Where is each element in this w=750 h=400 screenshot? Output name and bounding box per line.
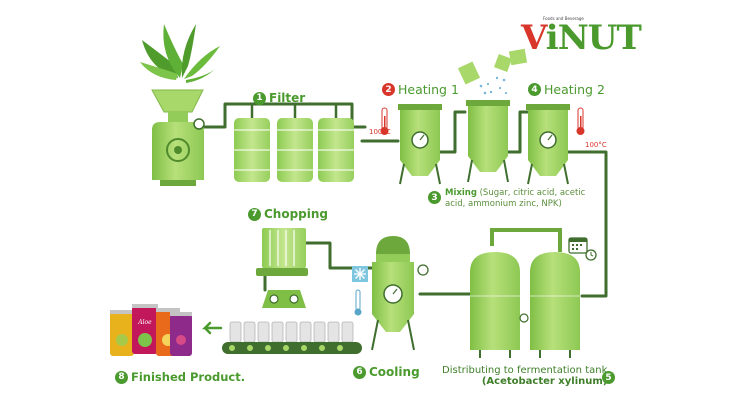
svg-text:Aloe: Aloe — [137, 319, 152, 326]
step-finished-product: 8 Finished Product. — [115, 370, 245, 384]
step-label: Filter — [269, 91, 306, 105]
step-chopping: 7 Chopping — [248, 207, 328, 221]
product-cans: Aloe — [110, 304, 192, 356]
mixing-detail-1: (Sugar, citric acid, acetic — [479, 188, 586, 198]
brand-logo: Foods and Beverage ViNUT — [521, 16, 642, 58]
step-label: Heating 2 — [544, 82, 605, 97]
step-heating-2: 4 Heating 2 — [528, 82, 605, 97]
step-mixing: 3 — [428, 190, 441, 204]
step-distributing-number: 5 — [602, 371, 615, 384]
heating-tank-icon — [398, 100, 570, 185]
thermometer-icon — [380, 107, 585, 135]
fermentation-tank-icon — [470, 228, 580, 358]
step-label: Distributing to fermentation tank — [442, 365, 608, 376]
cooling-tank-icon — [371, 236, 429, 351]
step-number: 8 — [115, 370, 128, 384]
pouring-ingredients — [457, 48, 528, 95]
step-number: 1 — [253, 91, 266, 105]
logo-text: ViNUT — [521, 18, 642, 58]
step-label: Finished Product. — [131, 370, 246, 384]
step-number: 2 — [382, 83, 395, 96]
step-heating-1: 2 Heating 1 — [382, 82, 459, 97]
filter-tank-icon — [234, 104, 354, 182]
step-number: 5 — [602, 371, 615, 384]
can-icon — [170, 312, 192, 356]
step-number: 6 — [353, 365, 366, 379]
temperature-label: 100°C — [369, 128, 391, 136]
chopping-machine-icon — [256, 228, 308, 308]
step-distributing: Distributing to fermentation tank (Aceto… — [442, 365, 607, 387]
temperature-label: 100°C — [585, 141, 607, 149]
logo-tagline: Foods and Beverage — [543, 16, 584, 21]
mixing-detail-2: acid, ammonium zinc, NPK) — [445, 199, 562, 209]
mixing-description: Mixing (Sugar, citric acid, acetic acid,… — [445, 188, 585, 210]
can-icon: Aloe — [132, 304, 158, 354]
step-number: 4 — [528, 83, 541, 96]
clock-gauge-icon — [193, 118, 205, 130]
grinder-icon — [151, 89, 205, 186]
step-number: 3 — [428, 191, 441, 204]
step-cooling: 6 Cooling — [353, 365, 420, 379]
can-icon — [110, 310, 134, 356]
snowflake-icon — [352, 266, 368, 316]
step-label: Mixing — [445, 188, 477, 198]
step-label: Heating 1 — [398, 82, 459, 97]
arrow-left-icon — [201, 321, 223, 335]
conveyor-icon — [222, 321, 362, 354]
step-sublabel: (Acetobacter xylinum) — [481, 376, 608, 387]
step-number: 7 — [248, 207, 261, 221]
step-label: Cooling — [369, 365, 420, 379]
step-filter: 1 Filter — [253, 91, 305, 105]
aloe-plant-icon — [140, 24, 220, 83]
step-label: Chopping — [264, 207, 329, 221]
calendar-icon — [568, 237, 597, 261]
